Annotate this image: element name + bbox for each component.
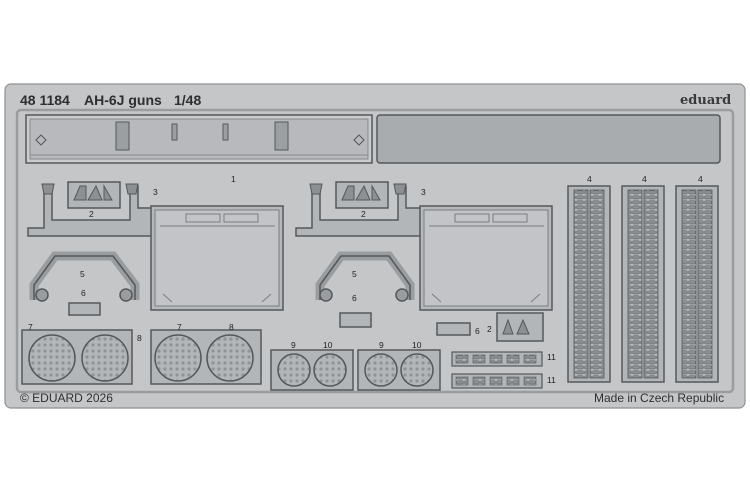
part-5-right	[315, 251, 415, 302]
part-6-left	[68, 302, 101, 316]
part-3-right-a	[309, 183, 323, 195]
part-number-4-a: 4	[587, 174, 592, 184]
part-number-2-extra: 2	[487, 324, 492, 334]
origin-text: Made in Czech Republic	[594, 391, 725, 405]
part-number-2-left: 2	[89, 209, 94, 219]
fret-sheet	[4, 83, 746, 409]
part-number-5-right: 5	[352, 269, 357, 279]
part-2-right	[341, 184, 381, 201]
part-number-9-left: 9	[291, 340, 296, 350]
part-2-extra	[496, 312, 544, 342]
kit-title: AH-6J guns	[84, 92, 162, 108]
part-4-belt-3	[675, 185, 719, 383]
part-4-belt-2	[621, 185, 665, 383]
part-4-belt-1	[567, 185, 611, 383]
part-11-row-2	[451, 373, 543, 389]
part-9-10-plate-right	[357, 349, 441, 391]
part-1-strip	[25, 114, 373, 164]
part-number-4-c: 4	[698, 174, 703, 184]
part-number-10-right: 10	[412, 340, 422, 350]
part-11-row-1	[451, 351, 543, 367]
part-1-box-right	[419, 205, 553, 311]
part-7-8-plate-right	[150, 329, 262, 385]
part-number-9-right: 9	[379, 340, 384, 350]
part-3-right-b	[393, 183, 407, 195]
part-6-right	[339, 312, 372, 328]
catalog-number: 48 1184	[20, 92, 70, 108]
part-number-6-left: 6	[81, 288, 86, 298]
part-6-extra	[436, 322, 471, 336]
part-number-8-right: 8	[229, 322, 234, 332]
part-1-strip-solid	[376, 114, 721, 164]
part-9-10-plate-left	[270, 349, 354, 391]
part-3-left-a	[41, 183, 55, 195]
brand-logo: eduard	[680, 93, 732, 108]
copyright-text: © EDUARD 2026	[20, 391, 113, 405]
kit-scale: 1/48	[174, 92, 202, 108]
part-5-left	[29, 251, 140, 302]
part-number-7-right: 7	[177, 322, 182, 332]
part-3-left-b	[125, 183, 139, 195]
part-number-11-a: 11	[547, 352, 556, 362]
part-number-6-right: 6	[352, 293, 357, 303]
part-number-8-left: 8	[137, 333, 142, 343]
part-7-8-plate-left	[21, 329, 133, 385]
part-number-11-b: 11	[547, 375, 556, 385]
part-2-left	[73, 184, 113, 201]
part-number-1: 1	[231, 174, 236, 184]
part-number-2-right: 2	[361, 209, 366, 219]
fret-border	[15, 108, 735, 394]
part-number-6-extra: 6	[475, 326, 480, 336]
part-number-5-left: 5	[80, 269, 85, 279]
part-number-10-left: 10	[323, 340, 333, 350]
part-number-7-left: 7	[28, 322, 33, 332]
part-number-3-right: 3	[421, 187, 426, 197]
part-1-box-left	[150, 205, 284, 311]
part-number-4-b: 4	[642, 174, 647, 184]
part-number-3-left: 3	[153, 187, 158, 197]
